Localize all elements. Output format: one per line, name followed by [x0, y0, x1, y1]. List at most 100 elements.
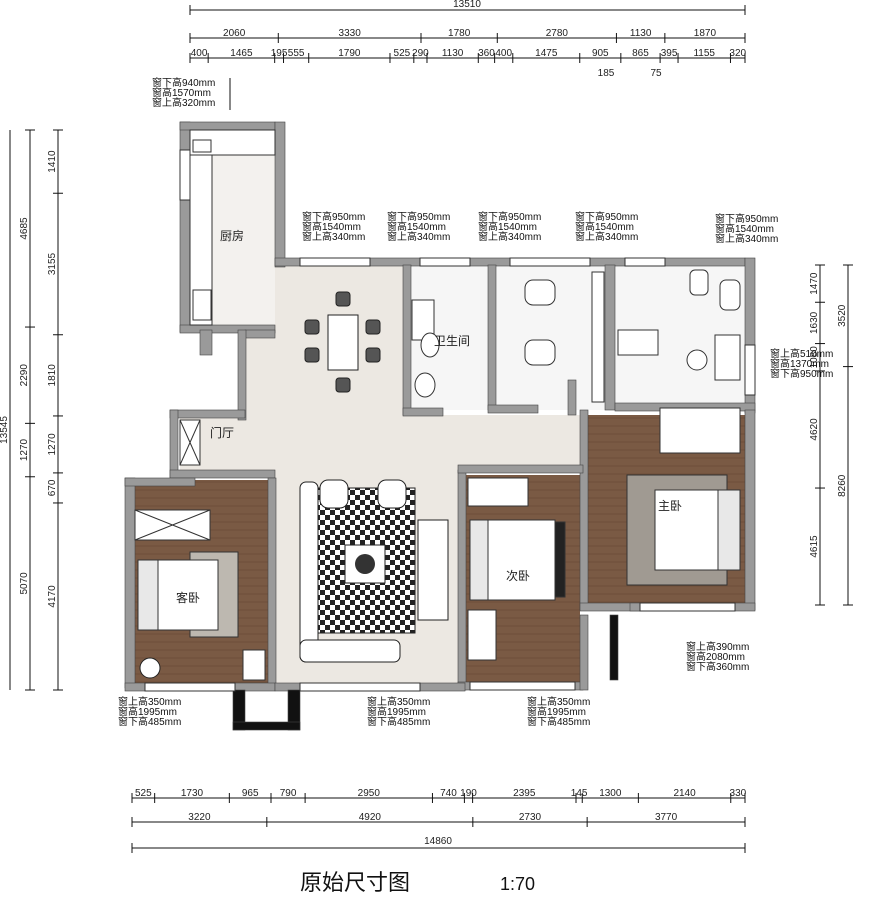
wall	[567, 379, 577, 416]
wall	[232, 721, 301, 731]
wall	[274, 121, 286, 268]
room-label-bathroom: 卫生间	[434, 334, 470, 348]
svg-text:窗上高340mm: 窗上高340mm	[387, 230, 450, 243]
drawing-title: 原始尺寸图	[300, 871, 410, 896]
svg-text:窗下高950mm: 窗下高950mm	[715, 212, 778, 225]
dim-label: 2730	[519, 812, 542, 823]
dim-label: 1470	[809, 272, 820, 295]
svg-text:窗高1540mm: 窗高1540mm	[387, 220, 446, 233]
dim-label: 1870	[694, 28, 717, 39]
dim-label: 3330	[339, 28, 362, 39]
dim-label: 2780	[546, 28, 569, 39]
wall	[487, 264, 497, 411]
wall	[169, 409, 179, 479]
wall	[267, 477, 277, 689]
living-window	[299, 682, 421, 692]
dim-label: 195	[271, 48, 288, 59]
dim-label: 4170	[47, 585, 58, 608]
svg-text:窗下高485mm: 窗下高485mm	[527, 715, 590, 728]
wall	[609, 614, 619, 681]
wall	[604, 264, 616, 411]
bath3-window	[624, 257, 666, 267]
bath1-window	[419, 257, 471, 267]
room-label-kitchen: 厨房	[220, 228, 244, 243]
wall	[124, 477, 196, 487]
dim-label: 3520	[837, 304, 848, 327]
wall	[199, 329, 213, 356]
furniture	[134, 129, 741, 681]
svg-text:窗高1995mm: 窗高1995mm	[367, 705, 426, 718]
svg-text:窗下高485mm: 窗下高485mm	[118, 715, 181, 728]
dim-label: 670	[47, 479, 58, 496]
dining-table	[327, 314, 359, 371]
svg-text:窗高1540mm: 窗高1540mm	[715, 222, 774, 235]
wardrobe	[467, 477, 529, 507]
dim-label: 2060	[223, 28, 246, 39]
bath2-window	[509, 257, 591, 267]
armchair	[377, 479, 407, 509]
dim-label: 1410	[47, 150, 58, 173]
dim-label: 790	[280, 788, 297, 799]
window-annotations: 窗下高940mm 窗高1570mm 窗上高320mm 窗下高950mm 窗高15…	[118, 76, 833, 728]
kitchen-window	[179, 149, 191, 201]
dim-label: 525	[394, 48, 411, 59]
windows	[144, 149, 756, 692]
svg-text:窗上高340mm: 窗上高340mm	[715, 232, 778, 245]
dim-label: 1155	[693, 48, 715, 59]
dim-label: 555	[288, 48, 305, 59]
room-label-foyer: 门厅	[210, 425, 234, 440]
basin-icon	[524, 279, 556, 306]
top-total-dim: 13510	[453, 0, 481, 10]
svg-text:窗高1540mm: 窗高1540mm	[575, 220, 634, 233]
wall	[744, 409, 756, 611]
guest-window-note: 窗上高350mm 窗高1995mm 窗下高485mm	[118, 695, 181, 728]
room-label-second: 次卧	[506, 569, 530, 583]
basin-icon	[719, 279, 741, 311]
dim-label: 1270	[19, 439, 30, 462]
svg-text:窗高1570mm: 窗高1570mm	[152, 86, 211, 99]
dim-label: 2140	[673, 788, 696, 799]
dim-75: 75	[650, 68, 662, 79]
toilet-icon	[689, 269, 709, 296]
dining-window	[299, 257, 371, 267]
dim-label: 525	[135, 788, 152, 799]
svg-text:窗下高950mm: 窗下高950mm	[302, 210, 365, 223]
cabinet	[591, 271, 605, 403]
svg-text:窗下高950mm: 窗下高950mm	[575, 210, 638, 223]
dim-label: 740	[440, 788, 457, 799]
dim-label: 190	[460, 788, 477, 799]
wall	[487, 404, 539, 414]
svg-text:窗下高940mm: 窗下高940mm	[152, 76, 215, 89]
dim-label: 3155	[47, 252, 58, 275]
dim-label: 145	[571, 788, 588, 799]
wall	[579, 409, 589, 611]
wall	[169, 409, 246, 419]
dim-label: 2290	[19, 364, 30, 387]
east-window-note: 窗上高510mm 窗高1370mm 窗下高950mm	[770, 347, 833, 380]
sofa-left	[299, 481, 319, 663]
dim-label: 400	[191, 48, 208, 59]
dim-label: 3220	[188, 812, 211, 823]
bottom-total-dim: 14860	[424, 836, 452, 847]
svg-text:窗下高950mm: 窗下高950mm	[387, 210, 450, 223]
dim-label: 2395	[513, 788, 536, 799]
svg-text:窗高1995mm: 窗高1995mm	[118, 705, 177, 718]
dim-label: 1130	[630, 28, 652, 39]
svg-text:窗上高340mm: 窗上高340mm	[302, 230, 365, 243]
svg-text:窗上高350mm: 窗上高350mm	[118, 695, 181, 708]
second-window	[469, 681, 576, 691]
basin-icon	[414, 372, 436, 398]
bath2-window-note: 窗下高950mm 窗高1540mm 窗上高340mm	[478, 210, 541, 243]
master-window-note: 窗上高390mm 窗高2080mm 窗下高360mm	[686, 640, 749, 673]
svg-text:窗上高340mm: 窗上高340mm	[575, 230, 638, 243]
tv-console	[417, 519, 449, 621]
